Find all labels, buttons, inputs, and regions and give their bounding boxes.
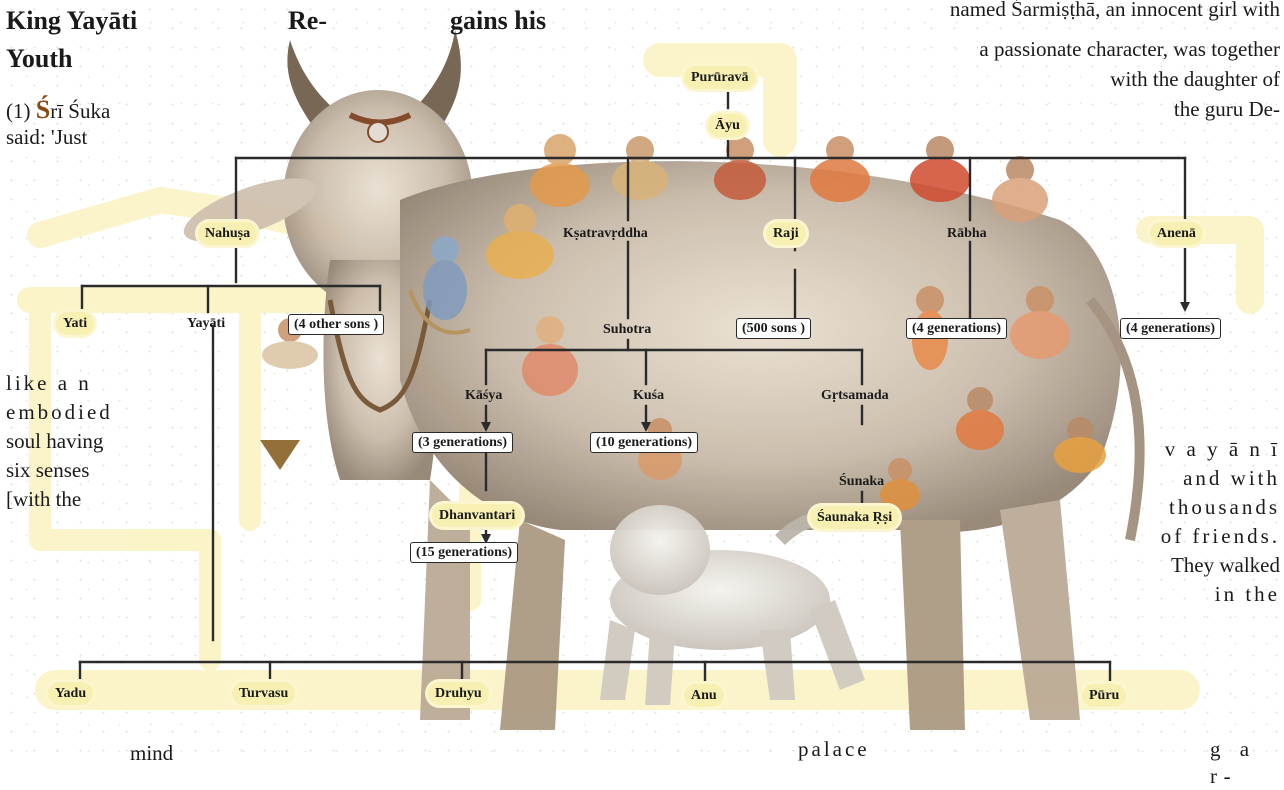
node-puru: Pūru [1082, 684, 1126, 707]
intro-rest: rī Śuka [50, 99, 110, 123]
top-right-line-4: the guru De- [1174, 96, 1280, 123]
node-500-sons: (500 sons ) [736, 318, 811, 339]
node-nahusa: Nahuṣa [198, 222, 257, 245]
title-word-4: Youth [6, 44, 72, 74]
title-word-1: King Yayāti [6, 6, 137, 36]
node-15-generations: (15 generations) [410, 542, 518, 563]
node-yadu: Yadu [48, 682, 93, 705]
node-yati: Yati [56, 312, 94, 335]
node-4-other-sons: (4 other sons ) [288, 314, 384, 335]
right-line-5: They walked [1171, 552, 1280, 579]
title-word-3: gains his [450, 6, 546, 36]
left-line-2: embodied [6, 399, 113, 426]
top-right-line-2: a passionate character, was together [979, 36, 1280, 63]
bottom-right-word: g a r- [1210, 736, 1284, 790]
node-4-generations-rabha: (4 generations) [906, 318, 1007, 339]
node-ksatravrddha: Kṣatravṛddha [556, 222, 655, 245]
node-pururava: Purūravā [684, 66, 756, 89]
left-line-3: soul having [6, 428, 103, 455]
node-grtsamada: Gṛtsamada [814, 384, 896, 407]
node-anena: Anenā [1150, 222, 1203, 245]
node-rabha: Rābha [940, 222, 994, 245]
node-anu: Anu [684, 684, 724, 707]
title-word-2: Re- [288, 6, 327, 36]
right-line-2: and with [1183, 465, 1280, 492]
right-line-1: v a y ā n ī [1165, 436, 1280, 463]
intro-line-2: said: 'Just [6, 124, 87, 151]
right-line-4: of friends. [1161, 523, 1280, 550]
drop-letter: Ś [36, 95, 50, 124]
top-right-line-1: named Śarmiṣṭhā, an innocent girl with [950, 0, 1280, 23]
node-kasya: Kāśya [458, 384, 509, 407]
verse-number: (1) [6, 99, 31, 123]
left-line-1: like a n [6, 370, 92, 397]
left-line-5: [with the [6, 486, 81, 513]
node-kusa: Kuśa [626, 384, 671, 407]
bottom-mid-word: palace [798, 736, 870, 763]
node-saunaka-rsi: Śaunaka Ṛṣi [810, 506, 899, 529]
node-druhyu: Druhyu [428, 682, 489, 705]
node-10-generations: (10 generations) [590, 432, 698, 453]
cow-illustration [0, 0, 1284, 763]
node-raji: Raji [766, 222, 806, 245]
node-ayu: Āyu [708, 114, 747, 137]
node-suhotra: Suhotra [596, 318, 658, 341]
intro-line-1: (1) Śrī Śuka [6, 96, 110, 125]
node-sunaka: Śunaka [832, 470, 891, 493]
node-4-generations-anena: (4 generations) [1120, 318, 1221, 339]
top-right-line-3: with the daughter of [1110, 66, 1280, 93]
node-dhanvantari: Dhanvantari [432, 504, 522, 527]
right-line-3: thousands [1169, 494, 1280, 521]
node-3-generations: (3 generations) [412, 432, 513, 453]
node-yayati: Yayāti [180, 312, 232, 335]
node-turvasu: Turvasu [232, 682, 295, 705]
right-line-6: in the [1215, 581, 1280, 608]
left-line-4: six senses [6, 457, 89, 484]
